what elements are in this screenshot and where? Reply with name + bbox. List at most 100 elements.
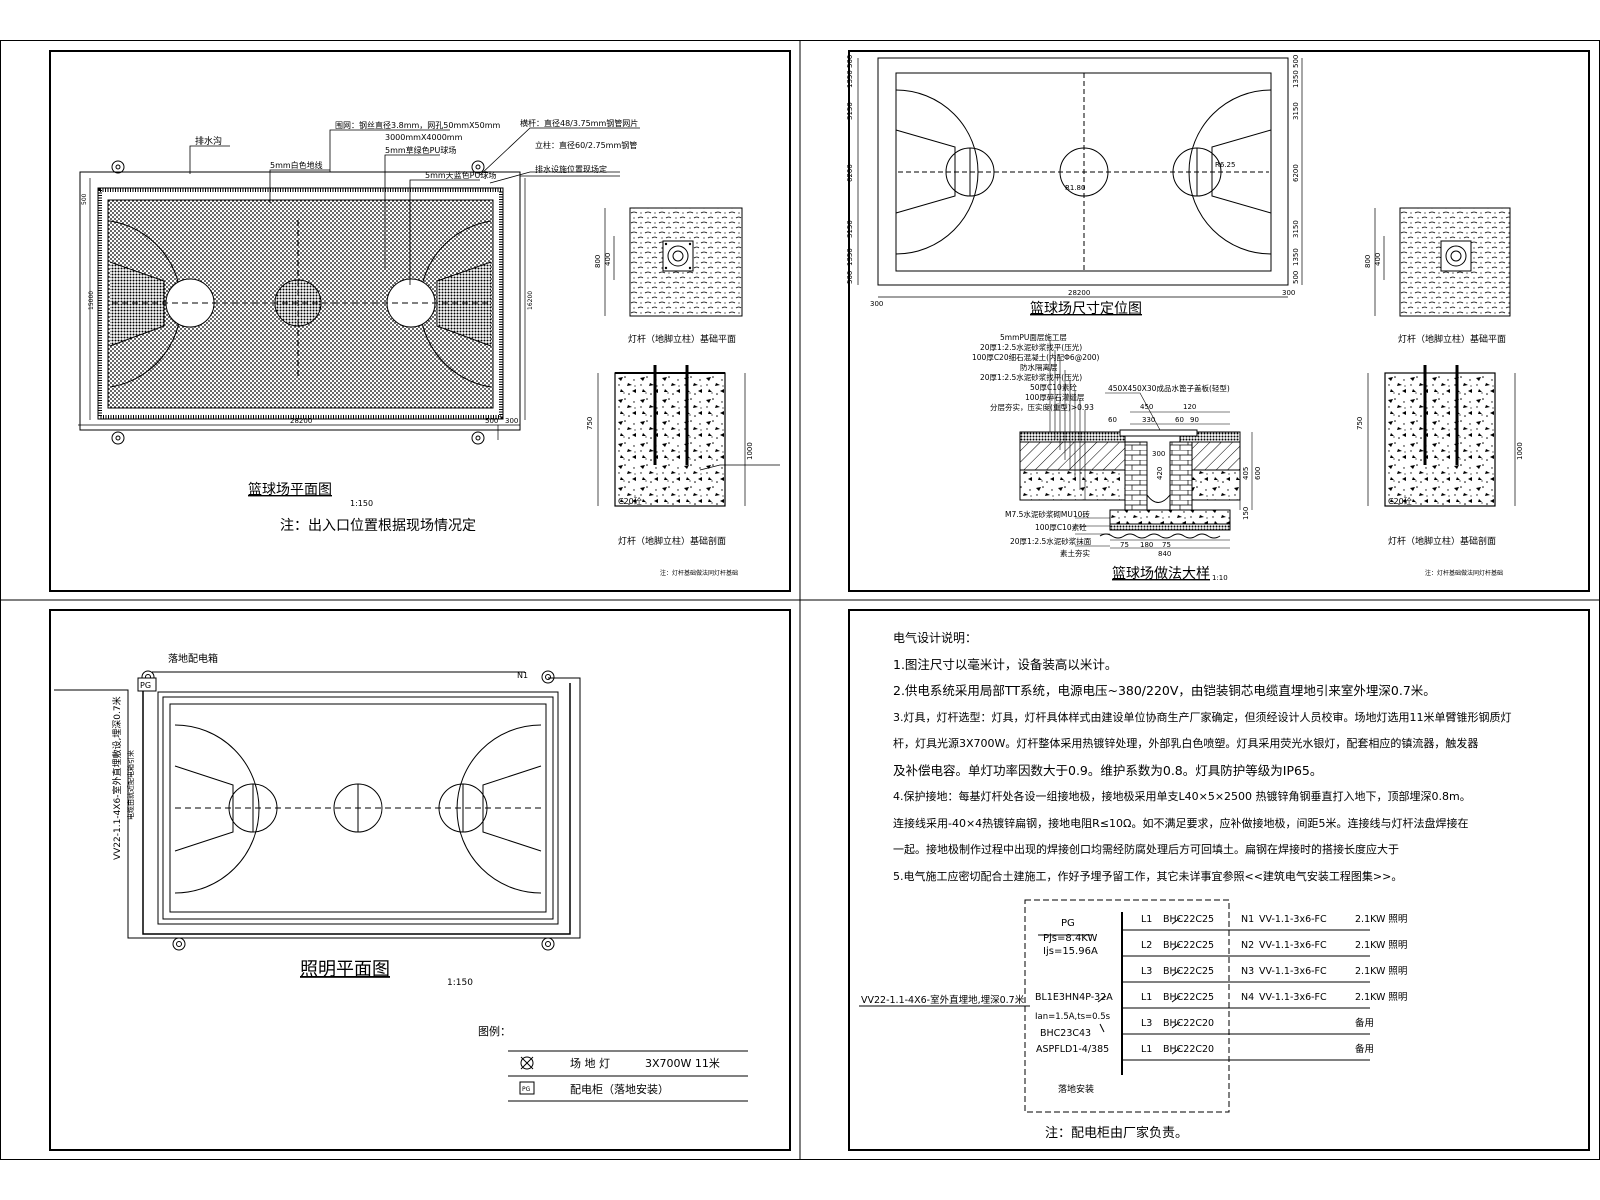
plan-note: 注：出入口位置根据现场情况定 [280, 518, 476, 534]
svg-text:6200: 6200 [846, 164, 854, 182]
dim-court-outer [877, 57, 1289, 286]
svg-text:120: 120 [1183, 403, 1196, 411]
cable-route [54, 671, 581, 939]
note-line: 1.图注尺寸以毫米计，设备装高以米计。 [893, 656, 1118, 672]
install-label: 落地安装 [1058, 1085, 1095, 1095]
court-buildup-detail [1019, 340, 1253, 549]
notes-footer: 注：配电柜由厂家负责。 [1045, 1126, 1189, 1141]
circuit-n: N2 [1241, 940, 1255, 951]
lamp-n1: N1 [517, 671, 528, 680]
court-markings [109, 220, 492, 388]
circuit-breaker: BHC22C20 [1163, 1044, 1215, 1055]
label-c20-2: C20砼 [1388, 496, 1412, 506]
panel-court-plan: 排水沟 围网：钢丝直径3.8mm，网孔50mmX50mm 3000mmX4000… [78, 118, 780, 577]
svg-text:75: 75 [1120, 541, 1129, 549]
note-line: 连接线采用-40×4热镀锌扁钢，接地电阻R≤10Ω。如不满足要求，应补做接地极，… [893, 816, 1469, 830]
circuit-breaker: BHC22C20 [1163, 1018, 1215, 1029]
circuit-load: 2.1KW 照明 [1355, 940, 1408, 951]
legend-cabinet-name: 配电柜（落地安装） [570, 1082, 669, 1096]
lighting-title: 照明平面图 [300, 959, 390, 980]
svg-text:5mmPU面层施工层: 5mmPU面层施工层 [1000, 332, 1067, 342]
circuit-n: N4 [1241, 992, 1255, 1003]
pg-legend-icon [519, 1081, 535, 1095]
svg-text:420: 420 [1156, 467, 1164, 480]
caption-foundation-section: 灯杆（地脚立柱）基础剖面 [618, 535, 726, 547]
svg-text:防水隔离层: 防水隔离层 [1020, 362, 1058, 372]
legend-floodlight-spec: 3X700W 11米 [645, 1057, 720, 1070]
dims-footer: 注：灯杆基础做法同灯杆基础 [1425, 569, 1503, 577]
foundation-plan-detail-2 [1374, 207, 1511, 317]
label-center-radius: R1.80 [1065, 184, 1085, 192]
note-line: 一起。接地极制作过程中出现的焊接创口均需经防腐处理后方可回填土。扁钢在焊接时的搭… [893, 843, 1399, 856]
caption-foundation-section-2: 灯杆（地脚立柱）基础剖面 [1388, 535, 1496, 547]
dim-400a: 400 [604, 253, 612, 266]
circuit-cable: VV-1.1-3x6-FC [1259, 914, 1327, 925]
buildup-dims: 450 120 60 330 60 90 300 420 405 600 150… [1108, 403, 1262, 558]
dim-800b: 800 [1364, 255, 1372, 268]
label-net: 围网：钢丝直径3.8mm，网孔50mmX50mm [335, 120, 501, 130]
svg-text:1350: 1350 [846, 70, 854, 88]
dim-500a: 500 [81, 193, 88, 205]
floodlight-icon [520, 1056, 534, 1070]
panel-notes-diagram [859, 899, 1370, 1113]
dim-height2: 16200 [527, 291, 534, 310]
svg-text:150: 150 [1242, 507, 1250, 520]
svg-text:405: 405 [1242, 467, 1250, 480]
svg-text:500: 500 [846, 55, 854, 68]
sheet-frame [0, 40, 1600, 1160]
svg-text:600: 600 [1254, 467, 1262, 480]
plan-footer: 注：灯杆基础做法同灯杆基础 [660, 569, 738, 577]
buildup-scale: 1:10 [1212, 574, 1228, 582]
svg-text:分层夯实，压实度(重型)>0.93: 分层夯实，压实度(重型)>0.93 [990, 402, 1094, 412]
svg-text:6200: 6200 [1292, 164, 1300, 182]
svg-text:100厚碎石灌缝层: 100厚碎石灌缝层 [1025, 392, 1085, 402]
main-breaker: BL1E3HN4P-32A [1035, 992, 1113, 1003]
buildup-layer-labels: 5mmPU面层施工层 20厚1:2.5水泥砂浆找平(压光) 100厚C20细石混… [972, 332, 1100, 412]
label-net-size: 3000mmX4000mm [385, 133, 463, 142]
foundation-section-detail-2 [1367, 365, 1516, 507]
svg-text:60: 60 [1175, 416, 1184, 424]
svg-text:100厚C20细石混凝土(内配Φ6@200): 100厚C20细石混凝土(内配Φ6@200) [972, 352, 1100, 362]
plan-title: 篮球场平面图 [248, 482, 332, 498]
svg-text:500: 500 [846, 271, 854, 284]
svg-text:20厚1:2.5水泥砂浆抹面: 20厚1:2.5水泥砂浆抹面 [1010, 536, 1092, 546]
label-pu-green: 5mm草绿色PU球场 [385, 145, 456, 155]
cable-label2: 电缆由就近配电箱引来 [126, 750, 135, 820]
svg-text:180: 180 [1140, 541, 1153, 549]
svg-text:1350: 1350 [1292, 70, 1300, 88]
svg-text:330: 330 [1142, 416, 1155, 424]
circuit-phase: L2 [1141, 940, 1153, 951]
circuit-breaker: BHC22C25 [1163, 966, 1215, 977]
circuit-phase: L3 [1141, 966, 1153, 977]
svg-text:450: 450 [1140, 403, 1153, 411]
label-radius: R6.25 [1215, 161, 1235, 169]
bhc-label: BHC23C43 [1040, 1028, 1092, 1039]
svg-text:3150: 3150 [1292, 102, 1300, 120]
label-post: 横杆：直径48/3.75mm钢管网片 [520, 118, 638, 128]
fence-post-icons [111, 160, 485, 445]
circuit-phase: L1 [1141, 1044, 1153, 1055]
label-grate: 450X450X30成品水篦子盖板(轻型) [1108, 383, 1230, 393]
label-drain: 排水沟 [195, 135, 222, 147]
note-line: 及补偿电容。单灯功率因数大于0.9。维护系数为0.8。灯具防护等级为IP65。 [893, 762, 1323, 778]
pg-ijs: Ijs=15.96A [1043, 946, 1098, 957]
dim-court-dimlines [857, 58, 1303, 298]
svg-text:90: 90 [1190, 416, 1199, 424]
label-c20: C20砼 [618, 496, 642, 506]
dim-500b: 500 [485, 417, 498, 425]
dim-750: 750 [586, 417, 594, 430]
dim-400b: 400 [1374, 253, 1382, 266]
dim-width: 28200 [290, 417, 312, 425]
circuit-phase: L1 [1141, 914, 1153, 925]
label-drain-site: 排水设施位置现场定 [535, 164, 607, 174]
note-line: 3.灯具，灯杆选型：灯具，灯杆具体样式由建设单位协商生产厂家确定，但须经设计人员… [893, 710, 1512, 724]
dim-800a: 800 [594, 255, 602, 268]
svg-text:60: 60 [1108, 416, 1117, 424]
label-white-line: 5mm白色地线 [270, 160, 323, 170]
circuit-n: N3 [1241, 966, 1255, 977]
dim-bottom-right: 300 [1282, 289, 1295, 297]
